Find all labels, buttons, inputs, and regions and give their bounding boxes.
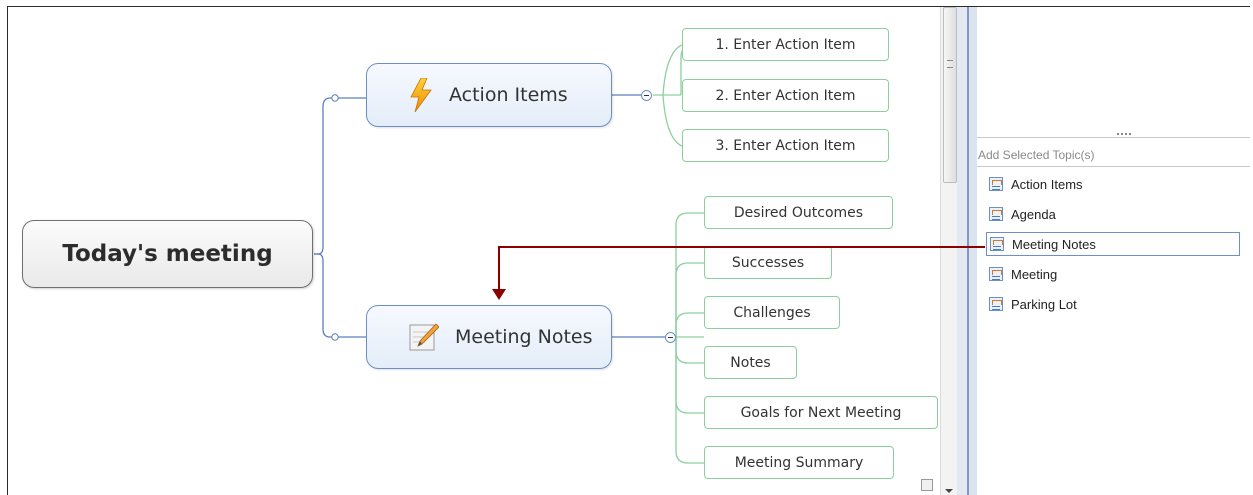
central-topic-label: Today's meeting <box>62 241 273 267</box>
topic-side-panel: Add Selected Topic(s) Action Items Agend… <box>977 7 1250 495</box>
subtopic-label: Goals for Next Meeting <box>740 404 902 421</box>
subtopic-label: Successes <box>731 254 805 271</box>
vertical-scrollbar[interactable] <box>940 7 958 495</box>
subtopic-label: Desired Outcomes <box>733 204 864 221</box>
central-topic[interactable]: Today's meeting <box>22 220 313 288</box>
subtopic-label: 1. Enter Action Item <box>715 36 856 53</box>
list-item-agenda[interactable]: Agenda <box>989 202 1239 226</box>
topic-list: Action Items Agenda Meeting Notes Meetin… <box>986 172 1243 322</box>
topic-template-icon <box>989 177 1003 191</box>
map-canvas[interactable]: Today's meeting Action Items 1. Enter Ac <box>8 7 948 495</box>
list-item-label: Meeting <box>1011 266 1058 282</box>
add-selected-topics-label[interactable]: Add Selected Topic(s) <box>978 148 1095 162</box>
scrollbar-thumb[interactable] <box>943 7 957 183</box>
topic-template-icon <box>989 267 1003 281</box>
collapse-toggle-meeting-notes[interactable] <box>665 332 676 343</box>
subtopic-goals-next-meeting[interactable]: Goals for Next Meeting <box>704 396 938 429</box>
main-topic-label: Action Items <box>449 84 568 106</box>
subtopic-desired-outcomes[interactable]: Desired Outcomes <box>704 196 893 229</box>
subtopic-label: Challenges <box>733 304 811 321</box>
subtopic-challenges[interactable]: Challenges <box>704 296 840 329</box>
subtopic-action-item-1[interactable]: 1. Enter Action Item <box>682 28 889 61</box>
subtopic-label: 2. Enter Action Item <box>715 87 856 104</box>
list-item-parking-lot[interactable]: Parking Lot <box>989 292 1239 316</box>
scroll-down-arrow-icon[interactable] <box>945 489 953 493</box>
main-topic-meeting-notes[interactable]: Meeting Notes <box>366 305 612 369</box>
topic-template-icon <box>989 207 1003 221</box>
list-item-label: Agenda <box>1011 206 1056 222</box>
list-item-label: Action Items <box>1011 176 1083 192</box>
mindmap-window: Today's meeting Action Items 1. Enter Ac <box>7 6 1250 495</box>
main-topic-label: Meeting Notes <box>455 326 593 348</box>
topic-template-icon <box>989 297 1003 311</box>
list-item-action-items[interactable]: Action Items <box>989 172 1239 196</box>
subtopic-label: Notes <box>730 354 771 371</box>
list-item-label: Meeting Notes <box>1012 236 1096 252</box>
resize-grip-icon[interactable] <box>1117 133 1131 137</box>
notepad-pencil-icon <box>409 322 439 352</box>
main-topic-action-items[interactable]: Action Items <box>366 63 612 127</box>
subtopic-label: 3. Enter Action Item <box>715 137 856 154</box>
subtopic-label: Meeting Summary <box>734 454 864 471</box>
pane-splitter[interactable] <box>957 7 977 495</box>
subtopic-action-item-3[interactable]: 3. Enter Action Item <box>682 129 889 162</box>
list-item-meeting[interactable]: Meeting <box>989 262 1239 286</box>
subtopic-notes[interactable]: Notes <box>704 346 797 379</box>
divider <box>977 137 1250 138</box>
list-item-meeting-notes[interactable]: Meeting Notes <box>986 232 1240 256</box>
side-panel-upper-area <box>977 7 1250 133</box>
subtopic-action-item-2[interactable]: 2. Enter Action Item <box>682 79 889 112</box>
lightning-icon <box>409 78 433 112</box>
divider <box>977 166 1250 167</box>
list-item-label: Parking Lot <box>1011 296 1077 312</box>
collapse-toggle-action-items[interactable] <box>641 90 652 101</box>
subtopic-meeting-summary[interactable]: Meeting Summary <box>704 446 894 479</box>
subtopic-successes[interactable]: Successes <box>704 246 832 279</box>
topic-template-icon <box>990 237 1004 251</box>
navigator-button[interactable] <box>921 479 933 491</box>
